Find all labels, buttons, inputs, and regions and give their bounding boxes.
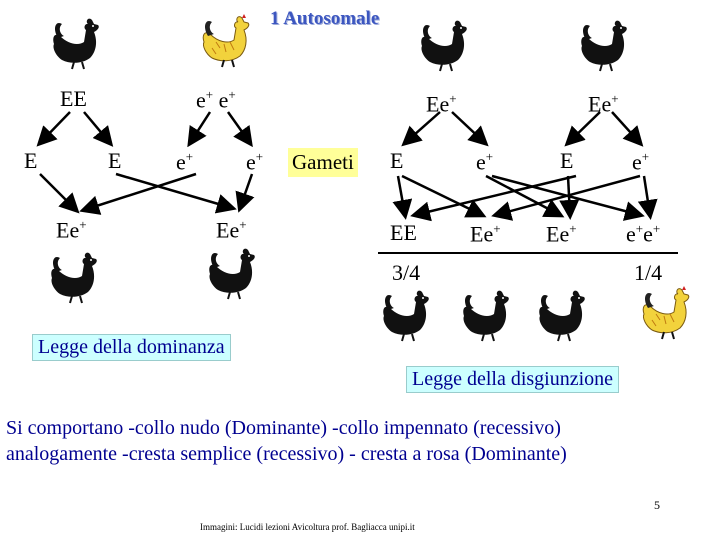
offspring-label: Ee+ xyxy=(546,221,577,247)
offspring-label: Ee+ xyxy=(56,217,87,243)
gamete-label: e+ xyxy=(176,149,194,175)
offspring-label: e+e+ xyxy=(626,221,661,247)
gamete-label: e+ xyxy=(476,149,494,175)
image-credit: Immagini: Lucidi lezioni Avicoltura prof… xyxy=(200,522,415,532)
gamete-label: e+ xyxy=(632,149,650,175)
ratio-label: 3/4 xyxy=(392,260,421,285)
gameti-label: Gameti xyxy=(288,148,358,177)
parent-label: Ee+ xyxy=(426,91,457,117)
gamete-label: E xyxy=(24,148,38,173)
gamete-label: E xyxy=(390,148,404,173)
slide-title: 1 Autosomale xyxy=(270,8,380,29)
ratio-label: 1/4 xyxy=(634,260,663,285)
parent-ee-label: EE xyxy=(60,86,87,111)
description-line-1: Si comportano -collo nudo (Dominante) -c… xyxy=(6,417,561,439)
parent-label: Ee+ xyxy=(588,91,619,117)
offspring-label: Ee+ xyxy=(470,221,501,247)
divider-line xyxy=(378,252,678,254)
law-dominance-label: Legge della dominanza xyxy=(32,334,231,361)
offspring-label: EE xyxy=(390,220,417,245)
gamete-label: E xyxy=(108,148,122,173)
gamete-label: E xyxy=(560,148,574,173)
parent-e-plus-label: e+ e+ xyxy=(196,87,236,113)
law-segregation-label: Legge della disgiunzione xyxy=(406,366,620,393)
page-number: 5 xyxy=(654,498,660,512)
description-line-2: analogamente -cresta semplice (recessivo… xyxy=(6,443,567,465)
offspring-label: Ee+ xyxy=(216,217,247,243)
gamete-label: e+ xyxy=(246,149,264,175)
